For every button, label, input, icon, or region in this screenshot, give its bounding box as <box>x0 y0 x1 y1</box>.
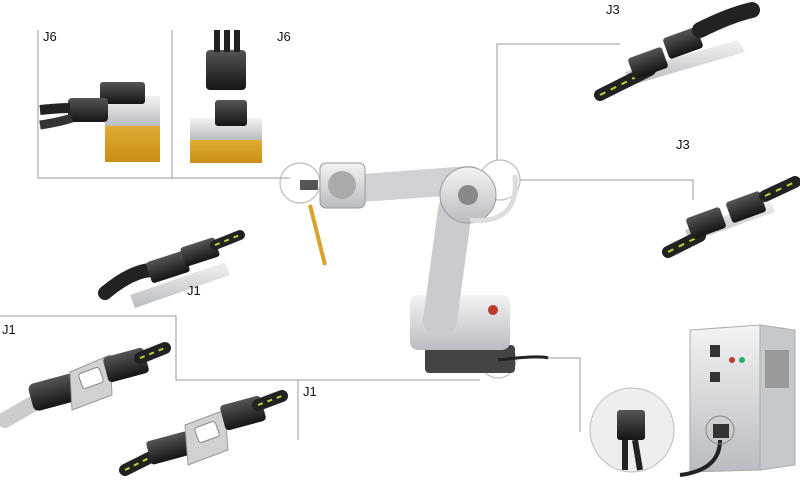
leader-cabinet <box>515 357 581 432</box>
label-j3-mid: J3 <box>676 137 690 152</box>
label-j1-upper: J1 <box>187 283 201 298</box>
connector-j1-upper <box>98 230 245 308</box>
connector-j6-right <box>190 30 262 163</box>
leader-lines <box>0 30 694 440</box>
connector-j1-left <box>0 342 171 428</box>
connector-j1-lower <box>119 390 288 476</box>
connector-j3-mid <box>662 176 800 258</box>
leader-j3-top <box>496 43 620 160</box>
label-j1-lower: J1 <box>303 384 317 399</box>
leader-j6-frame <box>37 30 290 179</box>
cabinet-connector-zoom <box>589 387 735 473</box>
connector-j6-left <box>39 82 160 162</box>
robot-arm <box>300 162 549 373</box>
connector-j3-top <box>594 2 760 101</box>
label-j6-left: J6 <box>43 29 57 44</box>
control-cabinet <box>679 324 796 477</box>
label-j3-top: J3 <box>606 2 620 17</box>
leader-j1-upper <box>0 315 480 381</box>
label-j1-left: J1 <box>2 322 16 337</box>
leader-j3-mid <box>520 179 694 200</box>
label-j6-right: J6 <box>277 29 291 44</box>
